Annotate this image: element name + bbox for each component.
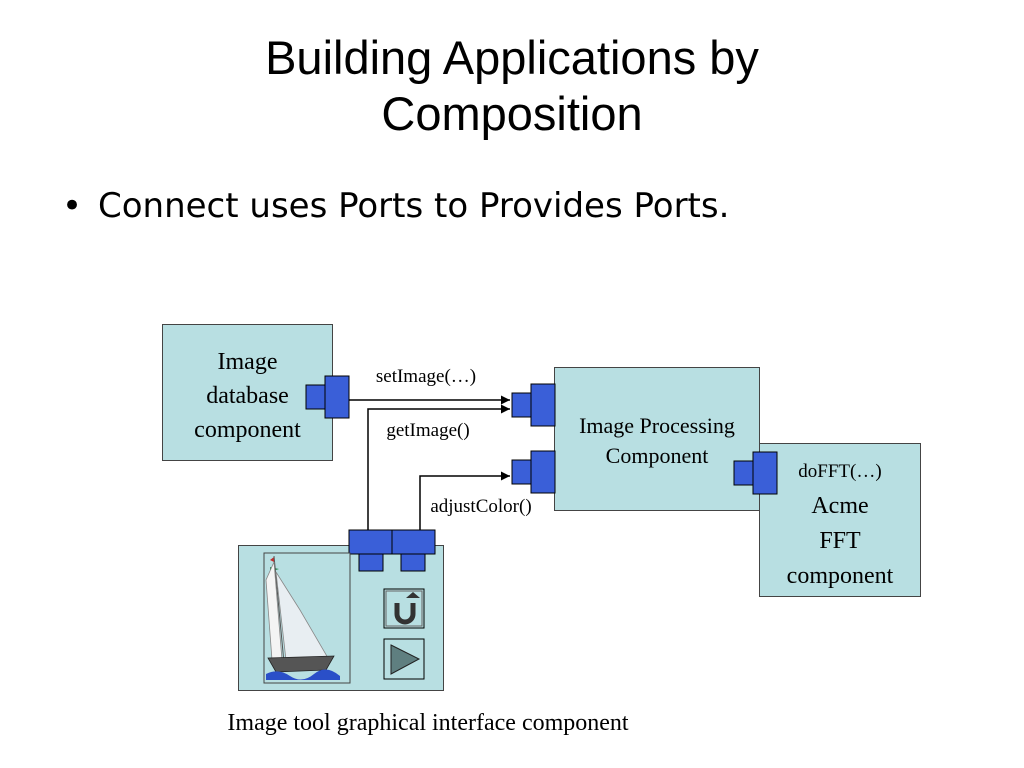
acme-fft-box xyxy=(759,443,921,597)
image-processing-label: Image Processing Component xyxy=(579,413,735,468)
image-database-label: Image database component xyxy=(194,349,301,443)
get-image-label: getImage() xyxy=(386,420,470,441)
play-button-icon xyxy=(383,638,425,680)
gui-caption: Image tool graphical interface component xyxy=(227,710,629,736)
proc-provides-port-2-icon xyxy=(511,450,556,494)
set-image-label: setImage(…) xyxy=(375,366,477,387)
bullet-text: Connect uses Ports to Provides Ports. xyxy=(98,186,730,226)
bullet-point: • Connect uses Ports to Provides Ports. xyxy=(62,186,729,226)
image-processing-box xyxy=(554,367,760,511)
get-image-connector xyxy=(367,404,510,530)
undo-button-icon xyxy=(383,588,425,629)
adjust-color-label: adjustColor() xyxy=(430,496,532,517)
gui-port-icon xyxy=(348,529,436,572)
slide-title: Building Applications by Composition xyxy=(0,30,1024,142)
do-fft-label: doFFT(…) xyxy=(798,461,882,482)
proc-provides-port-1-icon xyxy=(511,383,556,427)
sailboat-icon xyxy=(265,555,340,680)
acme-fft-label: Acme FFT component xyxy=(786,493,894,589)
title-line-1: Building Applications by xyxy=(265,31,759,84)
bullet-dot-icon: • xyxy=(62,186,83,226)
fft-port-icon xyxy=(733,451,778,495)
image-db-port-icon xyxy=(305,375,350,419)
adjust-color-connector xyxy=(419,471,510,530)
title-line-2: Composition xyxy=(381,87,643,140)
image-database-box xyxy=(162,324,333,461)
